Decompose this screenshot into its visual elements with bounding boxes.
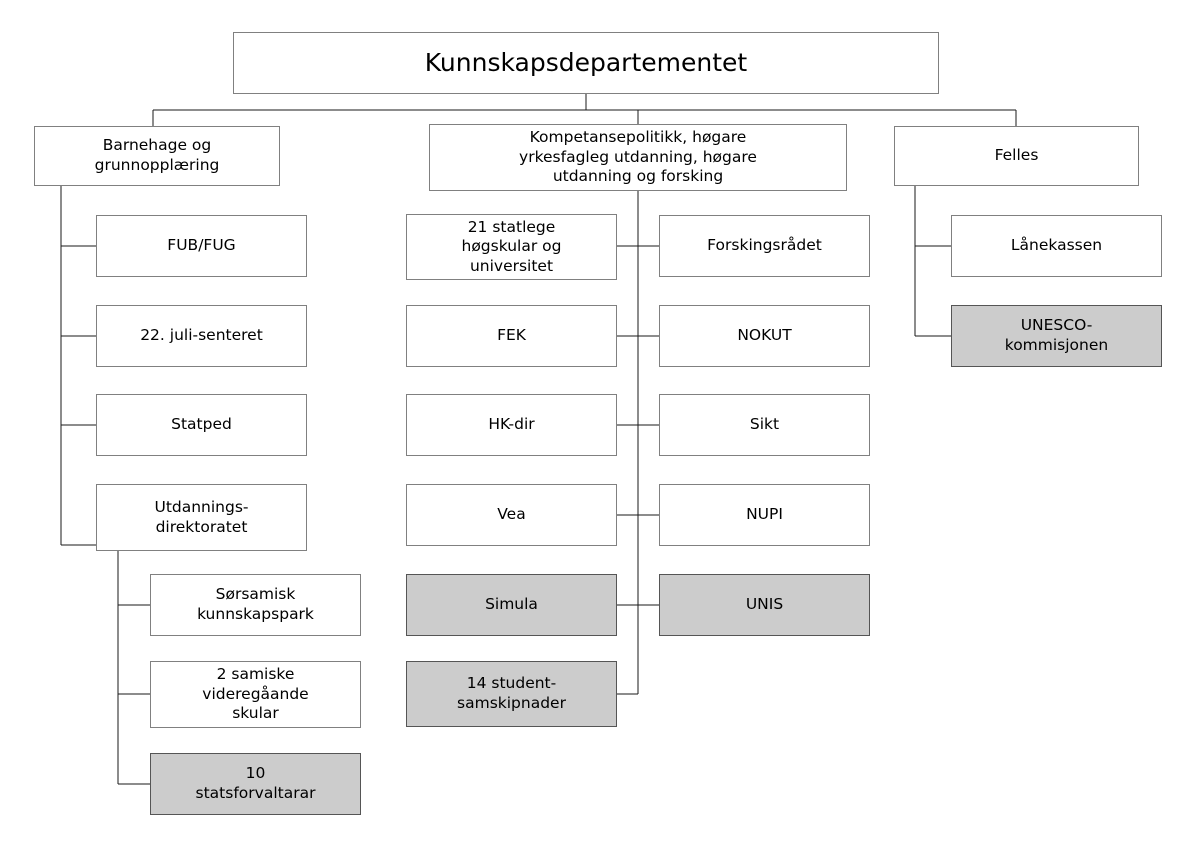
node-vea[interactable]: Vea (406, 484, 617, 546)
node-label: 14 student- samskipnader (457, 674, 566, 712)
node-fub-fug[interactable]: FUB/FUG (96, 215, 307, 277)
node-statped[interactable]: Statped (96, 394, 307, 456)
node-barnehage-og-grunnopplaering[interactable]: Barnehage og grunnopplæring (34, 126, 280, 186)
node-label: Forskingsrådet (707, 236, 822, 255)
node-lanekassen[interactable]: Lånekassen (951, 215, 1162, 277)
node-label: Statped (171, 415, 232, 434)
node-felles[interactable]: Felles (894, 126, 1139, 186)
node-sikt[interactable]: Sikt (659, 394, 870, 456)
node-label: UNIS (745, 595, 784, 614)
node-label: Lånekassen (1010, 236, 1103, 255)
node-2-samiske-videregaande-skular[interactable]: 2 samiske videregåande skular (150, 661, 361, 728)
node-unis[interactable]: UNIS (659, 574, 870, 636)
node-label: Utdannings- direktoratet (154, 497, 249, 536)
node-fek[interactable]: FEK (406, 305, 617, 367)
node-forskingsradet[interactable]: Forskingsrådet (659, 215, 870, 277)
node-label: NOKUT (737, 326, 792, 345)
node-kompetansepolitikk[interactable]: Kompetansepolitikk, høgare yrkesfagleg u… (429, 124, 847, 191)
node-nokut[interactable]: NOKUT (659, 305, 870, 367)
node-simula[interactable]: Simula (406, 574, 617, 636)
node-label: HK-dir (488, 415, 535, 434)
node-label: Kompetansepolitikk, høgare yrkesfagleg u… (519, 128, 757, 186)
node-21-statlege-hogskular-og-universitet[interactable]: 21 statlege høgskular og universitet (406, 214, 617, 280)
node-utdanningsdirektoratet[interactable]: Utdannings- direktoratet (96, 484, 307, 551)
node-unesco-kommisjonen[interactable]: UNESCO- kommisjonen (951, 305, 1162, 367)
node-14-studentsamskipnader[interactable]: 14 student- samskipnader (406, 661, 617, 727)
node-label: 22. juli-senteret (140, 326, 263, 345)
node-hk-dir[interactable]: HK-dir (406, 394, 617, 456)
node-label: Barnehage og grunnopplæring (94, 136, 220, 174)
node-sorsamisk-kunnskapspark[interactable]: Sørsamisk kunnskapspark (150, 574, 361, 636)
node-10-statsforvaltarar[interactable]: 10 statsforvaltarar (150, 753, 361, 815)
node-kunnskapsdepartementet[interactable]: Kunnskapsdepartementet (233, 32, 939, 94)
node-label: FUB/FUG (167, 236, 236, 255)
node-label: UNESCO- kommisjonen (1004, 316, 1109, 354)
node-label: 21 statlege høgskular og universitet (461, 217, 562, 275)
node-22-juli-senteret[interactable]: 22. juli-senteret (96, 305, 307, 367)
node-label: Sikt (749, 415, 780, 434)
node-label: 2 samiske videregåande skular (202, 665, 309, 723)
node-label: Kunnskapsdepartementet (424, 48, 748, 78)
node-label: Felles (994, 146, 1039, 165)
node-label: 10 statsforvaltarar (195, 764, 316, 802)
node-label: Sørsamisk kunnskapspark (197, 585, 314, 623)
node-nupi[interactable]: NUPI (659, 484, 870, 546)
node-label: FEK (497, 326, 526, 345)
node-label: NUPI (746, 505, 783, 524)
node-label: Simula (485, 595, 538, 614)
node-label: Vea (497, 505, 526, 524)
